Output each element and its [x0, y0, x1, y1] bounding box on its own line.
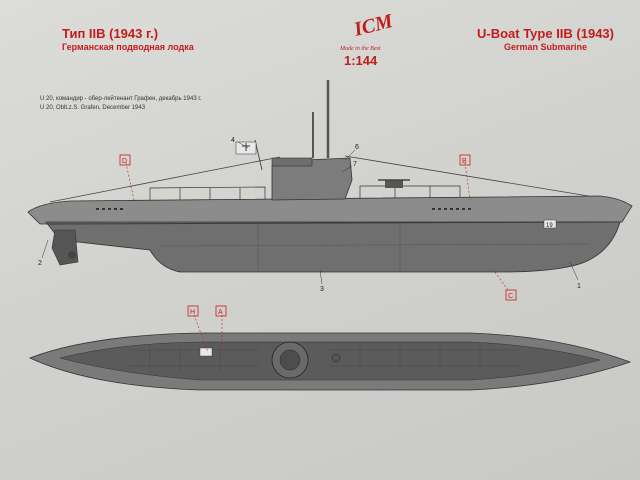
hull-number: 19 — [546, 223, 553, 229]
badge-h — [187, 305, 199, 317]
badge-a-label: A — [218, 309, 223, 316]
upper-hull — [27, 195, 633, 225]
side-profile: 19 — [27, 80, 633, 273]
scale-label: 1:144 — [344, 53, 378, 68]
gun-mount-top — [331, 353, 341, 363]
radio-wire-aft — [49, 156, 281, 203]
callout-2: 2 — [38, 260, 42, 267]
lower-hull — [45, 221, 621, 273]
stern-rudder — [51, 229, 79, 266]
badge-b-label: B — [462, 158, 467, 165]
caption: U 20, командир - обер-лейтенант Графен, … — [40, 95, 201, 113]
callout-4: 4 — [231, 137, 235, 144]
badge-h-label: H — [190, 309, 195, 316]
letter-callouts: D B C H A — [119, 154, 517, 353]
number-callouts: 4 6 7 2 3 1 — [38, 137, 581, 293]
caption-line1: U 20, командир - обер-лейтенант Графен, … — [40, 96, 202, 102]
callout-1: 1 — [577, 283, 581, 290]
caption-line2: U 20, Oblt.z.S. Grafen, December 1943 — [40, 105, 146, 111]
badge-a — [215, 305, 227, 317]
propeller — [68, 251, 76, 259]
deck-grating — [130, 345, 520, 372]
title-english-line1: U-Boat Type IIB (1943) — [476, 26, 614, 41]
logo-tagline: Made in the Best — [339, 46, 381, 52]
deck-rails — [149, 185, 461, 200]
waterline — [45, 221, 622, 225]
radio-wire-fore — [344, 155, 626, 203]
bridge-screen — [271, 157, 313, 167]
title-russian-line2: Германская подводная лодка — [62, 42, 194, 52]
badge-d-label: D — [122, 158, 127, 165]
icm-logo: ICM Made in the Best — [339, 14, 396, 52]
callout-7: 7 — [353, 161, 357, 168]
title-russian-line1: Тип IIB (1943 г.) — [62, 26, 159, 41]
title-english-line2: German Submarine — [503, 42, 587, 52]
badge-b — [459, 154, 471, 166]
badge-d — [119, 154, 131, 166]
title-russian: Тип IIB (1943 г.) Германская подводная л… — [62, 26, 194, 52]
callout-6: 6 — [355, 144, 359, 151]
flak-gun — [385, 180, 403, 188]
callout-3: 3 — [320, 286, 324, 293]
badge-c-label: C — [508, 293, 513, 300]
top-deck — [59, 341, 601, 381]
top-view — [28, 332, 632, 391]
hull-number-plate — [543, 219, 557, 229]
badge-c — [505, 289, 517, 301]
title-english: U-Boat Type IIB (1943) German Submarine — [477, 26, 614, 52]
limber-holes — [96, 208, 471, 210]
